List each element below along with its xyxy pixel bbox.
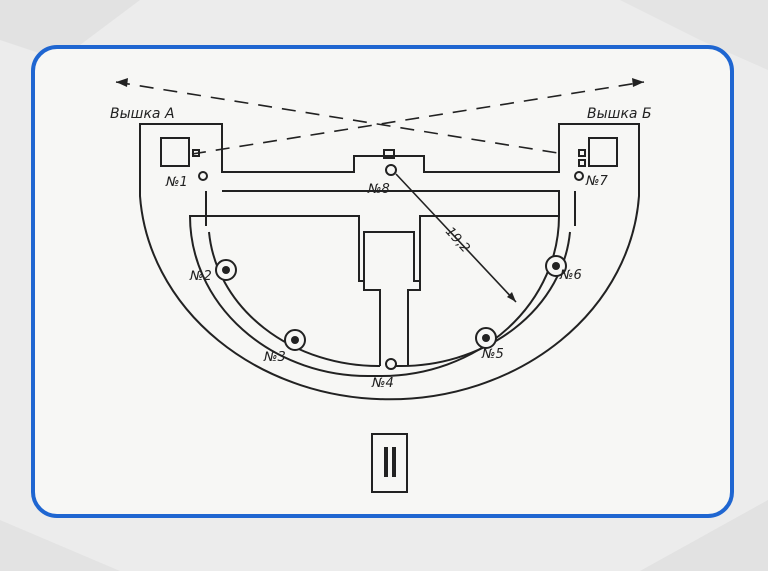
post-label-4: №4 — [371, 376, 394, 391]
sign-box — [371, 433, 408, 493]
post-label-3: №3 — [263, 350, 286, 365]
central-block — [363, 281, 421, 366]
outer-wall — [139, 123, 640, 401]
arrow-head-right — [632, 78, 644, 87]
sight-line-a — [115, 81, 565, 155]
tower-a-box — [160, 137, 190, 167]
diagram-frame: Вышка А Вышка Б 19,2 №1 №2 №3 №4 №5 №6 №… — [31, 45, 734, 518]
post-marker-4 — [385, 358, 397, 370]
distance-arrow — [395, 173, 517, 303]
sign-bar-right — [392, 447, 396, 477]
post-label-5: №5 — [481, 347, 504, 362]
post-marker-8 — [385, 164, 397, 176]
inner-wall — [188, 190, 560, 378]
post-label-7: №7 — [585, 174, 609, 189]
post-label-8: №8 — [367, 182, 390, 197]
fortification-plan: Вышка А Вышка Б 19,2 №1 №2 №3 №4 №5 №6 №… — [110, 78, 652, 493]
tower-b-label: Вышка Б — [587, 106, 652, 122]
post-marker-7 — [574, 171, 584, 181]
tower-a-label: Вышка А — [110, 106, 175, 122]
post-label-1: №1 — [165, 175, 188, 190]
post-marker-1 — [198, 171, 208, 181]
post-label-6: №6 — [559, 268, 582, 283]
sign-bar-left — [384, 447, 388, 477]
arrow-head-left — [116, 78, 128, 87]
post-label-2: №2 — [189, 269, 212, 284]
tower-b-box — [588, 137, 618, 167]
sight-line-b — [191, 81, 645, 155]
